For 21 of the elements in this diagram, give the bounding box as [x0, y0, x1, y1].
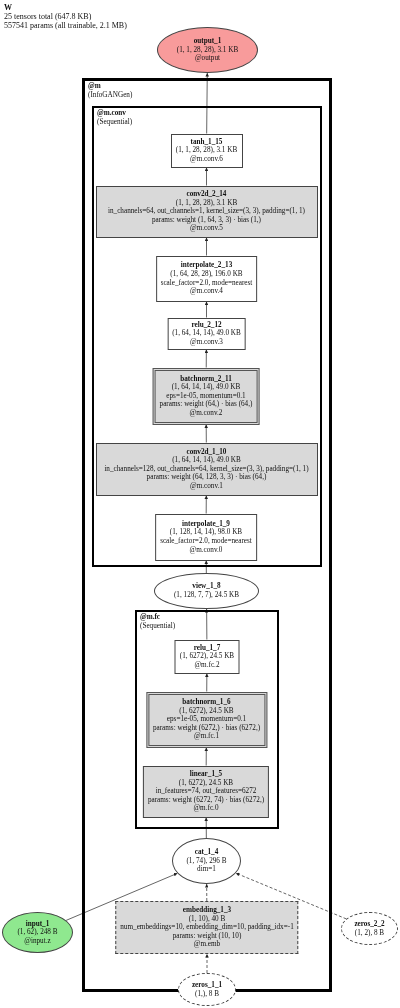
- tensor-ellipse: [2, 912, 73, 953]
- layer-box: [145, 691, 268, 748]
- module-container: [135, 610, 279, 829]
- layer-box: [155, 255, 258, 302]
- layer-box: [115, 901, 299, 954]
- layer-box: [167, 317, 246, 350]
- layer-box: [174, 639, 240, 674]
- layer-box: [152, 367, 260, 425]
- summary-note: 25 tensors total (647.8 KB): [4, 12, 93, 21]
- module-container: [82, 78, 332, 992]
- layer-box: [170, 133, 243, 168]
- module-container: [92, 106, 322, 567]
- layer-box: [142, 765, 270, 818]
- tensor-ellipse: [178, 973, 236, 1006]
- layer-box: [95, 185, 318, 238]
- tensor-ellipse: [341, 912, 398, 945]
- layer-box: [95, 442, 318, 496]
- summary-note: 557541 params (all trainable, 2.1 MB): [4, 21, 127, 30]
- diagram-title: W: [4, 3, 13, 12]
- layer-box: [155, 513, 257, 561]
- tensor-ellipse: [172, 838, 241, 884]
